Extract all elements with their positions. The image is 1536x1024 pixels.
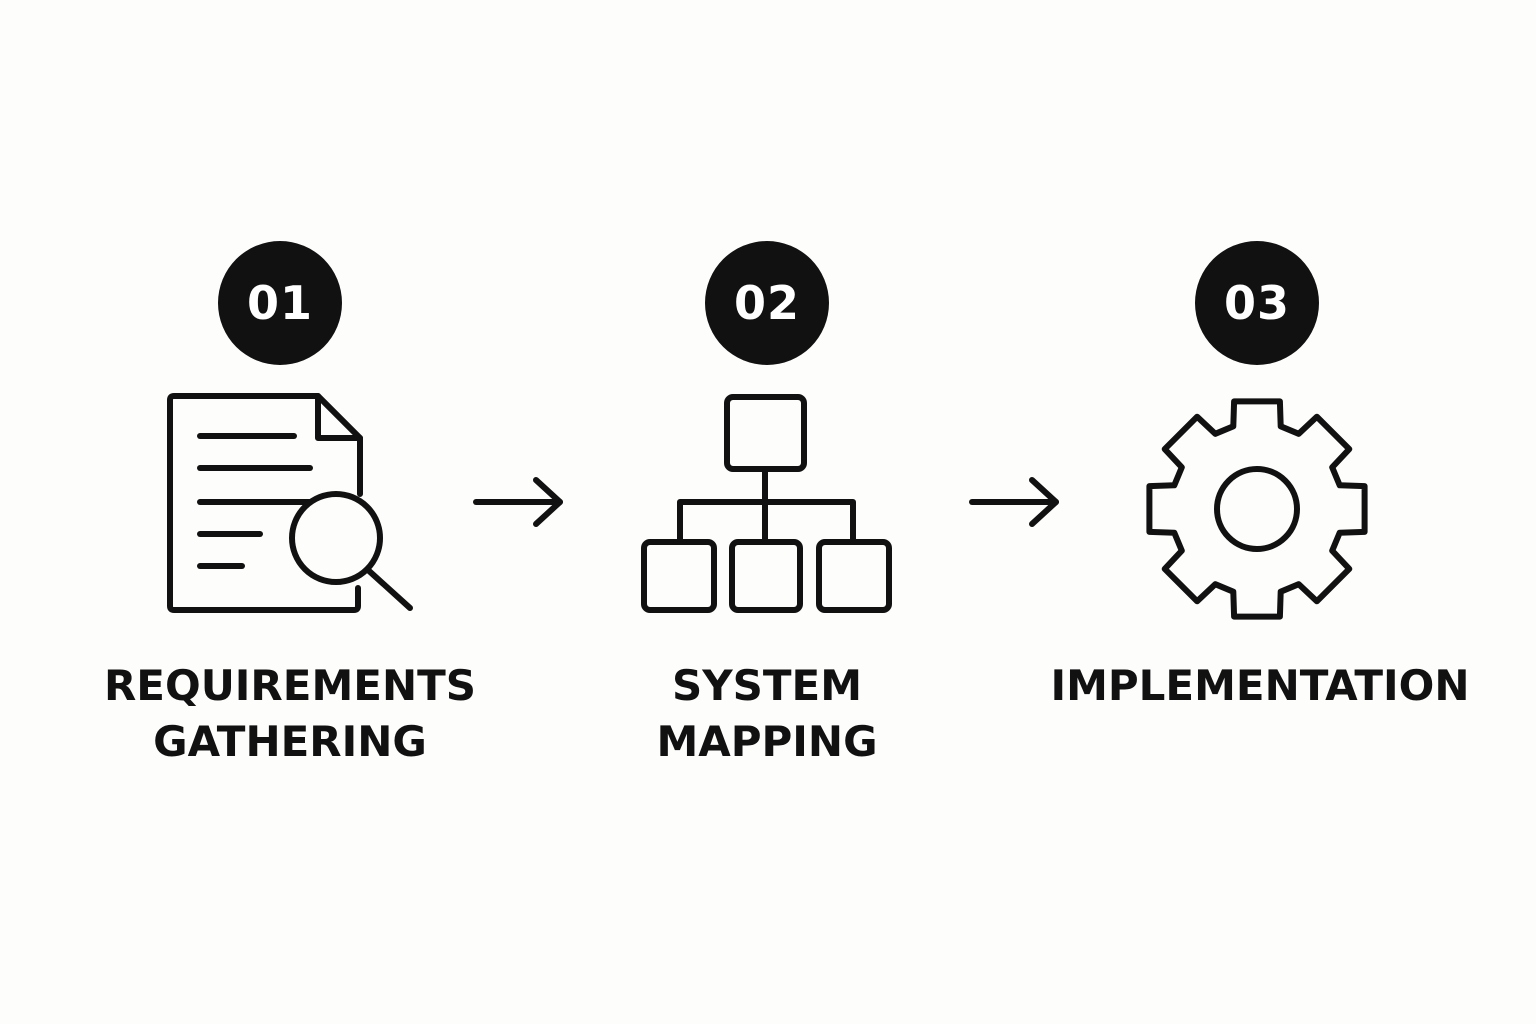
step-label-3: IMPLEMENTATION xyxy=(1050,661,1470,710)
arrow-right-icon xyxy=(473,477,563,527)
document-search-icon xyxy=(167,393,413,613)
gear-icon xyxy=(1146,398,1368,620)
step-number-badge-1: 01 xyxy=(218,241,342,365)
step-number-badge-3: 03 xyxy=(1195,241,1319,365)
hierarchy-icon xyxy=(641,394,892,613)
step-label-2: SYSTEM MAPPING xyxy=(656,661,878,766)
step-label-1: REQUIREMENTS GATHERING xyxy=(103,661,477,766)
arrow-right-icon xyxy=(969,477,1059,527)
step-number-badge-2: 02 xyxy=(705,241,829,365)
